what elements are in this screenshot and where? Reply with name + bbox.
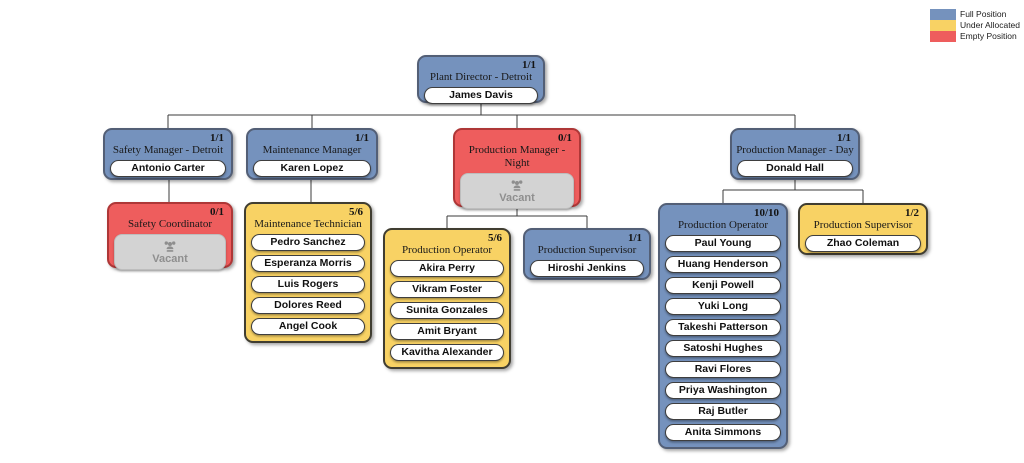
legend-swatch-full (930, 9, 956, 20)
position-title: Plant Director - Detroit (429, 71, 533, 83)
org-node-maintenance-manager[interactable]: 1/1 Maintenance Manager Karen Lopez (246, 128, 378, 180)
count-badge: 1/1 (836, 132, 851, 144)
position-title: Maintenance Technician (254, 218, 362, 230)
count-badge: 5/6 (487, 232, 502, 244)
count-badge: 0/1 (557, 132, 572, 144)
org-node-plant-director[interactable]: 1/1 Plant Director - Detroit James Davis (417, 55, 545, 104)
member-pill[interactable]: Dolores Reed (251, 297, 365, 314)
member-pill[interactable]: Anita Simmons (665, 424, 781, 441)
position-title: Production Operator (677, 219, 769, 231)
member-pill[interactable]: Vikram Foster (390, 281, 504, 298)
member-pill[interactable]: Karen Lopez (253, 160, 371, 177)
member-pill[interactable]: Takeshi Patterson (665, 319, 781, 336)
count-badge: 1/1 (209, 132, 224, 144)
vacant-pill[interactable]: Vacant (460, 173, 574, 209)
member-pill[interactable]: Paul Young (665, 235, 781, 252)
count-badge: 1/1 (627, 232, 642, 244)
org-node-safety-coordinator[interactable]: 0/1 Safety Coordinator Vacant (107, 202, 233, 270)
member-pill[interactable]: Raj Butler (665, 403, 781, 420)
legend-item-empty-position: Empty Position (930, 31, 1020, 42)
org-node-production-supervisor-night[interactable]: 1/1 Production Supervisor Hiroshi Jenkin… (523, 228, 651, 280)
member-pill[interactable]: Huang Henderson (665, 256, 781, 273)
member-pill[interactable]: Esperanza Morris (251, 255, 365, 272)
count-badge: 0/1 (209, 206, 224, 218)
member-pill[interactable]: Antonio Carter (110, 160, 226, 177)
vacant-label: Vacant (499, 191, 535, 204)
legend-label-empty: Empty Position (960, 31, 1017, 41)
member-pill[interactable]: Hiroshi Jenkins (530, 260, 644, 277)
position-title: Production Operator (401, 244, 493, 256)
vacant-pill[interactable]: Vacant (114, 234, 226, 270)
member-pill[interactable]: Luis Rogers (251, 276, 365, 293)
position-title: Production Manager - Day (736, 144, 854, 156)
legend-swatch-under (930, 20, 956, 31)
position-title: Maintenance Manager (262, 144, 362, 156)
position-title: Safety Coordinator (127, 218, 212, 230)
member-pill[interactable]: Kenji Powell (665, 277, 781, 294)
org-node-production-operator-day[interactable]: 10/10 Production Operator Paul Young Hua… (658, 203, 788, 449)
legend-item-under-allocated: Under Allocated (930, 20, 1020, 31)
member-pill[interactable]: James Davis (424, 87, 538, 104)
member-pill[interactable]: Kavitha Alexander (390, 344, 504, 361)
count-badge: 1/2 (904, 207, 919, 219)
org-node-production-operator-night[interactable]: 5/6 Production Operator Akira Perry Vikr… (383, 228, 511, 369)
member-pill[interactable]: Yuki Long (665, 298, 781, 315)
member-pill[interactable]: Donald Hall (737, 160, 853, 177)
legend-label-full: Full Position (960, 9, 1007, 19)
people-group-icon (164, 240, 176, 252)
count-badge: 1/1 (521, 59, 536, 71)
org-node-production-manager-night[interactable]: 0/1 Production Manager - Night Vacant (453, 128, 581, 209)
position-title: Production Manager - Night (468, 144, 566, 169)
org-node-production-supervisor-day[interactable]: 1/2 Production Supervisor Zhao Coleman (798, 203, 928, 255)
member-pill[interactable]: Akira Perry (390, 260, 504, 277)
people-group-icon (511, 179, 523, 191)
member-pill[interactable]: Zhao Coleman (805, 235, 921, 252)
count-badge: 10/10 (753, 207, 779, 219)
legend-label-under: Under Allocated (960, 20, 1021, 30)
org-node-production-manager-day[interactable]: 1/1 Production Manager - Day Donald Hall (730, 128, 860, 180)
member-pill[interactable]: Sunita Gonzales (390, 302, 504, 319)
member-pill[interactable]: Amit Bryant (390, 323, 504, 340)
member-pill[interactable]: Satoshi Hughes (665, 340, 781, 357)
position-title: Production Supervisor (813, 219, 913, 231)
member-pill[interactable]: Ravi Flores (665, 361, 781, 378)
count-badge: 5/6 (348, 206, 363, 218)
member-pill[interactable]: Priya Washington (665, 382, 781, 399)
legend: Full Position Under Allocated Empty Posi… (930, 9, 1020, 42)
org-node-maintenance-technician[interactable]: 5/6 Maintenance Technician Pedro Sanchez… (244, 202, 372, 343)
position-title: Production Supervisor (537, 244, 637, 256)
legend-item-full-position: Full Position (930, 9, 1020, 20)
member-pill[interactable]: Angel Cook (251, 318, 365, 335)
vacant-label: Vacant (152, 252, 188, 265)
count-badge: 1/1 (354, 132, 369, 144)
org-node-safety-manager[interactable]: 1/1 Safety Manager - Detroit Antonio Car… (103, 128, 233, 180)
member-pill[interactable]: Pedro Sanchez (251, 234, 365, 251)
legend-swatch-empty (930, 31, 956, 42)
position-title: Safety Manager - Detroit (112, 144, 224, 156)
